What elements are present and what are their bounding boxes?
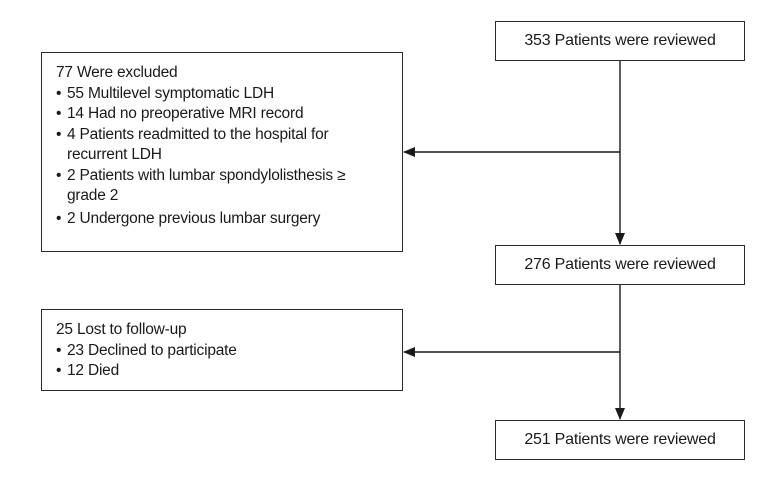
node-lost-followup: 25 Lost to follow-up 23 Declined to part…	[41, 309, 403, 391]
excluded-item: 2 Patients with lumbar spondylolisthesis…	[56, 166, 357, 207]
node-276-reviewed-label: 276 Patients were reviewed	[524, 256, 716, 273]
excluded-title: 77 Were excluded	[56, 64, 178, 81]
lost-title: 25 Lost to follow-up	[56, 321, 187, 338]
lost-item: 12 Died	[56, 361, 390, 382]
excluded-item: 55 Multilevel symptomatic LDH	[56, 84, 390, 105]
excluded-list: 55 Multilevel symptomatic LDH 14 Had no …	[56, 84, 390, 230]
node-276-reviewed: 276 Patients were reviewed	[495, 245, 745, 285]
node-353-reviewed: 353 Patients were reviewed	[495, 21, 745, 61]
lost-item: 23 Declined to participate	[56, 341, 390, 362]
node-251-reviewed-label: 251 Patients were reviewed	[524, 431, 716, 448]
excluded-item: 2 Undergone previous lumbar surgery	[56, 209, 390, 230]
node-excluded: 77 Were excluded 55 Multilevel symptomat…	[41, 52, 403, 252]
node-251-reviewed: 251 Patients were reviewed	[495, 420, 745, 460]
excluded-item: 14 Had no preoperative MRI record	[56, 104, 390, 125]
node-353-reviewed-label: 353 Patients were reviewed	[524, 32, 716, 49]
lost-list: 23 Declined to participate 12 Died	[56, 341, 390, 382]
excluded-item: 4 Patients readmitted to the hospital fo…	[56, 125, 337, 166]
